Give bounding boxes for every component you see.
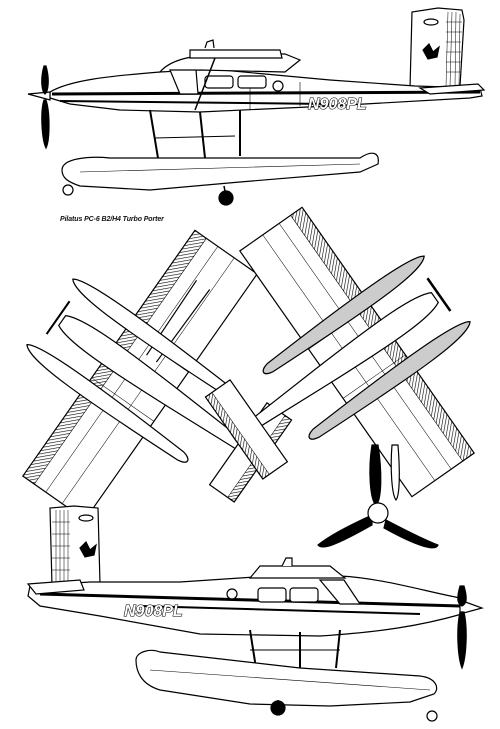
bottom-float-wheel-rear <box>426 710 438 722</box>
top-nose-spinner <box>27 91 51 101</box>
top-cabin-window-1 <box>204 75 234 89</box>
bottom-registration: N908PL <box>124 603 183 620</box>
prop-blade-top-left <box>369 444 382 506</box>
bottom-tail-badge <box>78 514 94 522</box>
prop-blade-top-right <box>390 444 400 501</box>
side-view-bottom <box>26 505 484 722</box>
top-cabin-window-2 <box>237 75 267 89</box>
bottom-propeller <box>457 585 467 670</box>
bottom-rudder-ribs <box>52 510 70 584</box>
top-tail-badge <box>423 18 439 26</box>
top-tail-emblem <box>422 42 440 60</box>
bottom-tail-emblem <box>79 540 97 558</box>
top-registration: N908PL <box>308 96 367 113</box>
top-round-window <box>272 80 284 92</box>
prop-blade-right <box>383 519 439 549</box>
right-planform-propeller <box>426 277 452 312</box>
top-float <box>61 152 379 191</box>
bottom-float <box>135 649 438 707</box>
right-planform-float-b <box>308 321 471 440</box>
top-float-wheel-main <box>218 190 234 206</box>
bottom-round-window <box>226 588 238 600</box>
planform-view-right <box>204 206 475 498</box>
left-planform-propeller <box>45 300 71 335</box>
right-planform-float-a <box>262 255 425 375</box>
bottom-cabin-window-2 <box>289 587 319 603</box>
bottom-cabin-top <box>248 565 347 579</box>
top-rudder-ribs <box>445 11 462 87</box>
prop-blade-left <box>317 514 373 548</box>
bottom-cabin-window-1 <box>257 587 287 603</box>
top-propeller <box>41 65 50 150</box>
prop-hub <box>367 502 389 524</box>
top-float-wheel-front <box>62 184 74 196</box>
left-planform-float-b <box>26 344 189 463</box>
side-view-top <box>27 7 486 206</box>
planform-view-left <box>22 229 293 521</box>
drawing-caption: Pilatus PC-6 B2/H4 Turbo Porter <box>60 216 164 223</box>
propeller-front-view <box>317 444 439 549</box>
